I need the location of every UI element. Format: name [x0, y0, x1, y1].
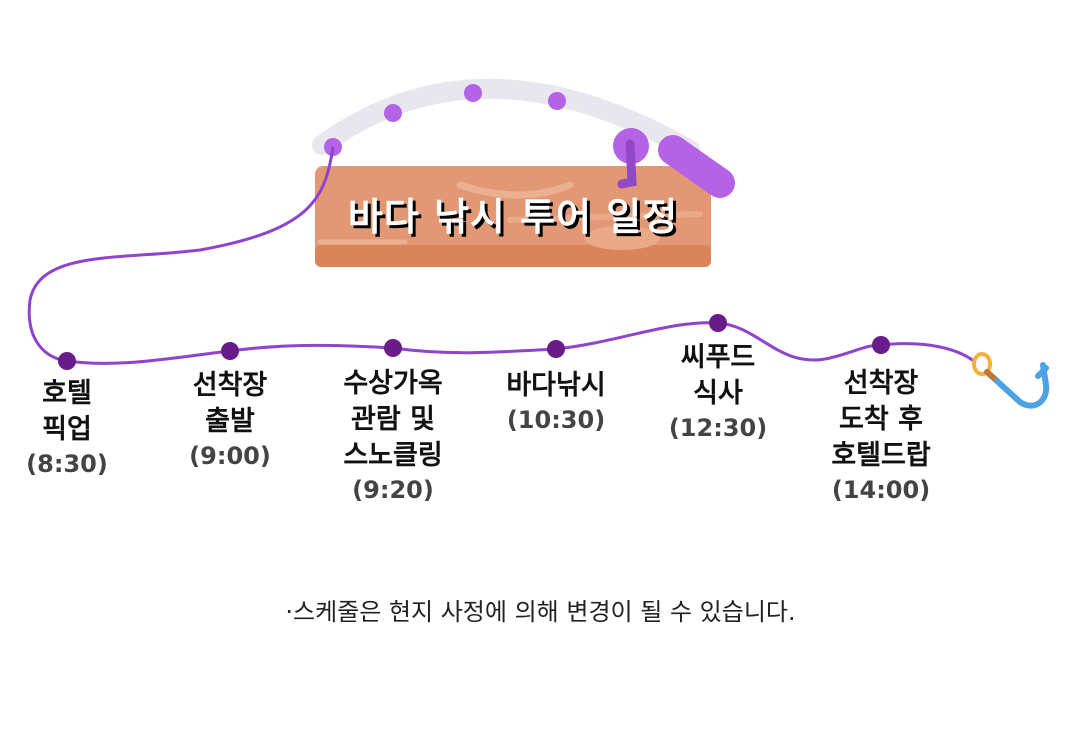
fish-hook-icon — [994, 362, 1050, 409]
timeline-stop: 수상가옥 관람 및 스노클링 (9:20) — [313, 366, 473, 506]
stop-time: (14:00) — [831, 476, 931, 504]
stop-time: (12:30) — [668, 414, 768, 442]
stop-name: 선착장 출발 — [192, 370, 268, 437]
stop-time: (8:30) — [26, 450, 108, 478]
timeline-stop: 호텔 픽업 (8:30) — [0, 376, 147, 480]
stop-name: 씨푸드 식사 — [680, 342, 756, 409]
stop-time: (10:30) — [506, 406, 606, 434]
stop-name: 수상가옥 관람 및 스노클링 — [343, 368, 443, 471]
timeline-dot — [58, 352, 76, 370]
hook-ring-icon — [972, 352, 992, 376]
timeline-dot — [709, 314, 727, 332]
rod-guide — [548, 92, 566, 110]
stop-time: (9:00) — [189, 442, 271, 470]
timeline-dot — [547, 340, 565, 358]
wooden-sign-shade — [315, 245, 711, 267]
rod-guide — [464, 84, 482, 102]
rod-guide — [384, 104, 402, 122]
stop-name: 호텔 픽업 — [42, 378, 92, 445]
fishing-line — [27, 146, 976, 365]
rod-handle — [658, 135, 735, 198]
timeline-stop: 씨푸드 식사 (12:30) — [638, 340, 798, 444]
page-title: 바다 낚시 투어 일정 — [347, 195, 679, 239]
timeline-dot — [384, 339, 402, 357]
schedule-note: ·스케줄은 현지 사정에 의해 변경이 될 수 있습니다. — [285, 598, 796, 626]
timeline-dot — [872, 336, 890, 354]
stop-name: 바다낚시 — [506, 370, 606, 401]
timeline-stop: 선착장 도착 후 호텔드랍 (14:00) — [801, 366, 961, 506]
rod-icon — [312, 78, 700, 160]
stop-time: (9:20) — [352, 476, 434, 504]
timeline-stop: 선착장 출발 (9:00) — [150, 368, 310, 472]
timeline-stop: 바다낚시 (10:30) — [476, 368, 636, 436]
timeline-dot — [221, 342, 239, 360]
stop-name: 선착장 도착 후 호텔드랍 — [831, 368, 931, 471]
